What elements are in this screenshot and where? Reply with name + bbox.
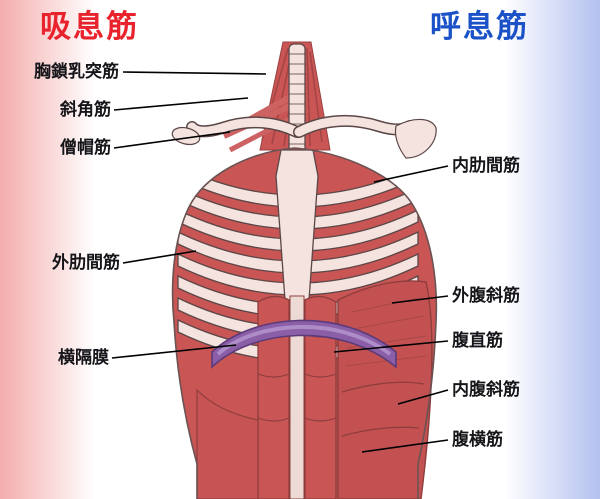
leader-line-external-intercostal bbox=[122, 250, 197, 264]
leader-line-transversus-abdominis bbox=[361, 439, 449, 453]
label-transversus-abdominis: 腹横筋 bbox=[452, 430, 503, 450]
leader-line-scalene bbox=[113, 97, 249, 111]
label-internal-intercostal: 内肋間筋 bbox=[452, 156, 520, 176]
inspiratory-muscles-title: 吸息筋 bbox=[40, 9, 139, 45]
leader-line-trapezius bbox=[113, 131, 231, 149]
rib-arc bbox=[177, 230, 419, 274]
clavicle-right bbox=[293, 114, 416, 138]
label-diaphragm: 横隔膜 bbox=[58, 348, 109, 368]
rectus-abdominis-shape bbox=[257, 295, 337, 499]
clavicle-left bbox=[186, 116, 303, 138]
neck-muscles-shape bbox=[222, 41, 331, 153]
torso-outline bbox=[171, 147, 438, 499]
scapula-left bbox=[171, 126, 201, 146]
label-external-oblique: 外腹斜筋 bbox=[452, 286, 520, 306]
leader-line-diaphragm bbox=[111, 344, 237, 359]
label-sternocleidomastoid: 胸鎖乳突筋 bbox=[34, 62, 119, 82]
leader-lines bbox=[111, 71, 449, 453]
leader-line-external-oblique bbox=[391, 295, 449, 304]
leader-line-rectus-abdominis bbox=[333, 340, 449, 353]
linea-alba bbox=[289, 295, 305, 499]
leader-line-internal-oblique bbox=[397, 389, 449, 405]
label-internal-oblique: 内腹斜筋 bbox=[452, 380, 520, 400]
label-scalene: 斜角筋 bbox=[60, 100, 111, 120]
leader-line-internal-intercostal bbox=[373, 165, 449, 183]
leader-line-sternocleidomastoid bbox=[122, 71, 267, 75]
rib-arc bbox=[177, 208, 419, 252]
diaphragm-shape bbox=[211, 319, 397, 369]
rib-arc bbox=[177, 252, 419, 296]
label-external-intercostal: 外肋間筋 bbox=[52, 253, 120, 273]
label-rectus-abdominis: 腹直筋 bbox=[452, 331, 503, 351]
trachea bbox=[288, 43, 306, 163]
left-abdominal-wall bbox=[196, 388, 259, 499]
label-trapezius: 僧帽筋 bbox=[60, 138, 111, 158]
scapula-right bbox=[394, 118, 437, 159]
expiratory-muscles-title: 呼息筋 bbox=[430, 9, 529, 45]
